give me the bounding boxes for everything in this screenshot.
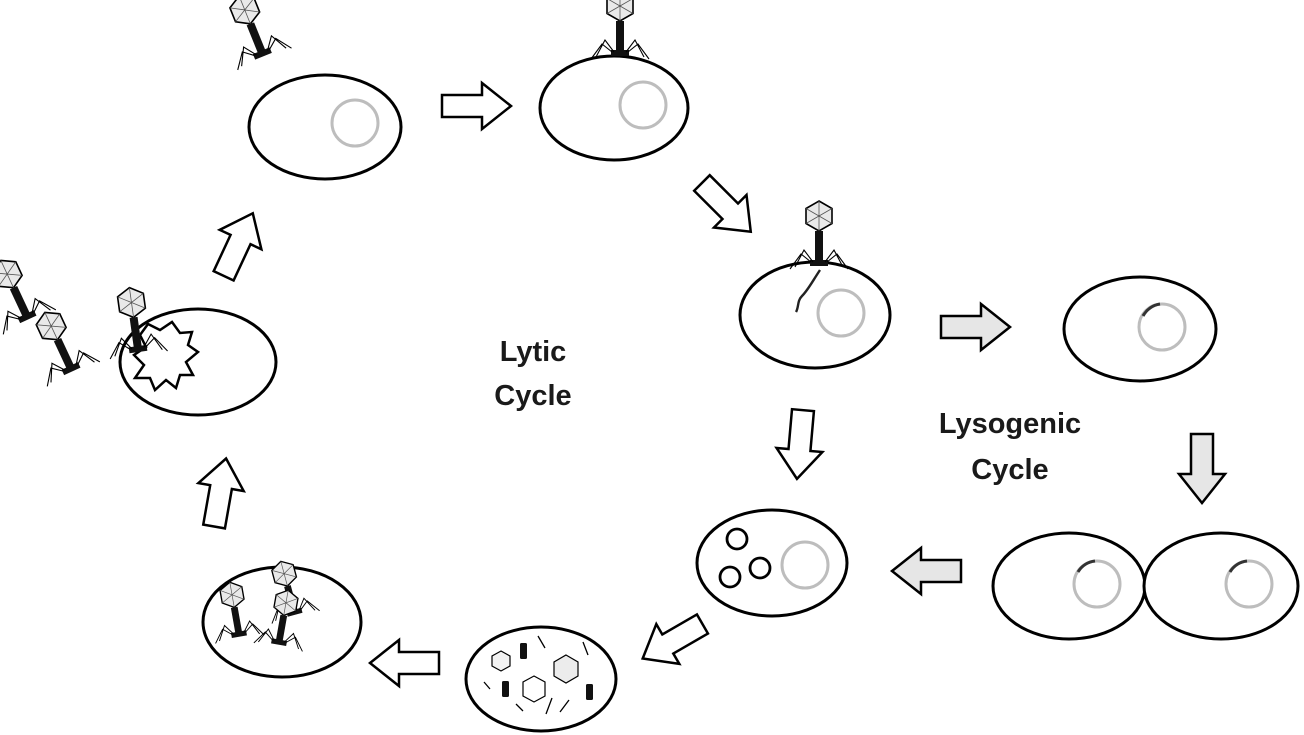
cell-prophage [1062,275,1218,383]
prophage-segment [1228,559,1248,573]
lysis-rupture [132,320,201,393]
cell-lysis [99,282,278,417]
phage-dna-circle [718,565,742,589]
nucleoid [816,288,866,338]
lysogenic-label-line1: Lysogenic [939,408,1081,440]
arrow-approach-to-attach [440,81,513,131]
nucleoid [780,540,830,590]
arrow-inject-to-replication [772,406,828,483]
prophage-segment [1076,559,1096,573]
tail-part [586,684,593,700]
phage-dna-circle [725,527,749,551]
cell-phage-attachment [538,0,690,162]
nucleoid [330,98,380,148]
nucleoid [1072,559,1122,609]
nucleoid [1137,302,1187,352]
cell-dna-replication [695,508,849,618]
lytic-label-line2: Cycle [494,380,571,412]
cell-parts-synthesis [464,625,618,733]
tail-part [502,681,509,697]
released-phages [0,247,101,388]
capsid-part [491,650,511,672]
cell-phage-approach [211,0,403,181]
injected-dna [794,269,821,313]
lytic-label-line1: Lytic [500,336,567,368]
phage-icon [789,200,849,270]
tail-part [520,643,527,659]
arrow-division-to-replication [890,546,963,596]
lysogenic-label-line2: Cycle [971,454,1048,486]
arrow-replication-to-synthesis [629,602,716,680]
cell-division-pair [991,531,1300,641]
arrow-synthesis-to-assembly [368,638,441,688]
arrow-inject-to-prophage [939,302,1012,352]
nucleoid [1224,559,1274,609]
arrow-lysis-to-approach [201,202,275,287]
phage-icon [590,0,650,60]
phage-icon [211,0,293,71]
cell-dna-injection [738,200,892,370]
arrow-assembly-to-lysis [190,453,250,532]
nucleoid [618,80,668,130]
arrow-attach-to-inject [684,165,769,250]
capsid-part [553,654,579,684]
tail-fibers [483,635,589,715]
cell-phage-assembly [201,554,363,679]
phage-dna-circle [748,556,772,580]
capsid-part [522,675,546,703]
prophage-segment [1141,302,1161,317]
arrow-prophage-to-division [1177,432,1227,505]
